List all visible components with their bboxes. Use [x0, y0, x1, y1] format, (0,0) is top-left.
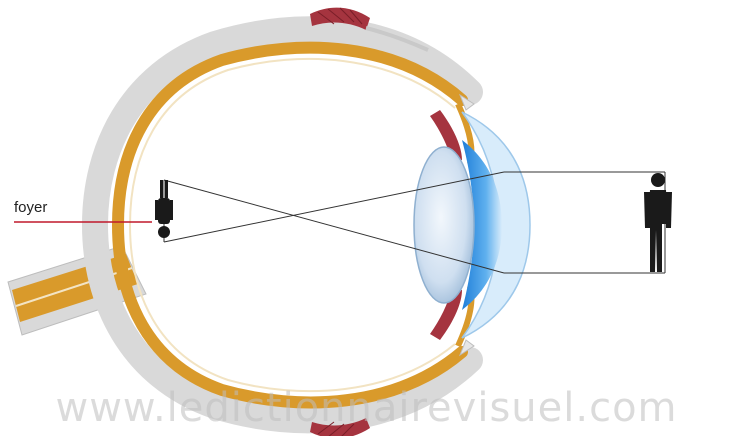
human-figure-icon [644, 173, 672, 272]
focus-label: foyer [14, 199, 47, 216]
watermark-text: www.ledictionnairevisuel.com [0, 385, 733, 431]
retina [130, 59, 455, 391]
choroid [118, 48, 462, 403]
crystalline-lens [414, 147, 474, 303]
